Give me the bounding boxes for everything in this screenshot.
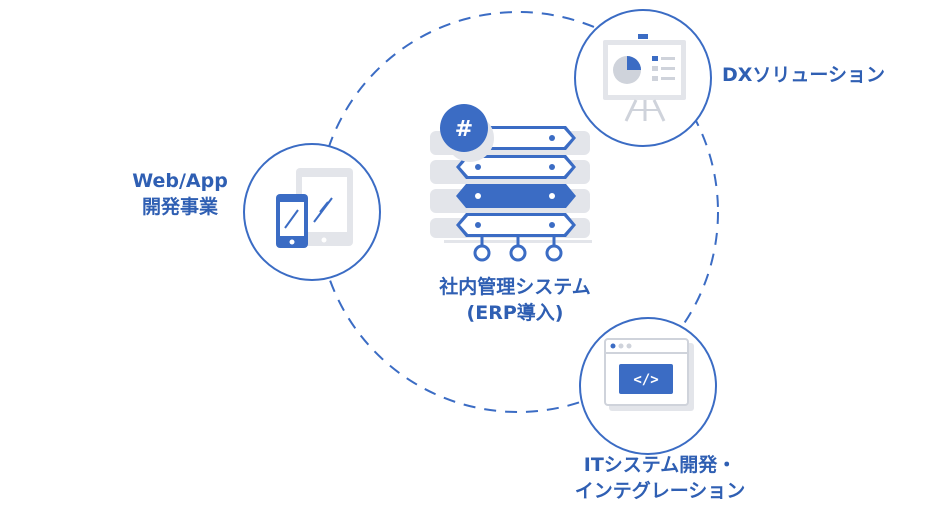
it-label-line1: ITシステム開発・ (583, 454, 737, 476)
orbit-dashed-circle (317, 11, 719, 413)
legend-line-2 (661, 67, 675, 70)
dx-node (574, 9, 712, 147)
tablet-reflection-2 (319, 201, 329, 213)
tablet-phone-icon (276, 168, 353, 248)
tablet-home-button (321, 237, 327, 243)
tablet-screen (302, 177, 347, 232)
center-node: # (430, 104, 592, 262)
server-unit-1-light-right (549, 135, 555, 141)
dx-label: DXソリューション (722, 62, 912, 88)
it-node: </> (579, 317, 717, 455)
phone-home-button (289, 239, 295, 245)
server-unit-2-light-right (549, 164, 555, 170)
legend-line-3 (661, 77, 675, 80)
center-label-line2: (ERP導入) (466, 302, 564, 324)
server-unit-2 (460, 158, 572, 176)
server-unit-3 (456, 184, 576, 208)
it-label-line2: インテグレーション (574, 480, 746, 502)
tablet-reflection (313, 197, 333, 223)
legend-swatch-1 (652, 56, 658, 61)
server-unit-3-light-left (475, 193, 481, 199)
window-dot-1 (610, 343, 616, 349)
dx-label-text: DXソリューション (722, 64, 886, 86)
web-app-label-line2: 開発事業 (141, 196, 218, 218)
legend-swatch-3 (652, 76, 658, 81)
server-unit-4-light-right (549, 222, 555, 228)
web-app-node (243, 143, 381, 281)
connector-port-1 (473, 244, 491, 262)
code-block (619, 364, 673, 394)
connector-port-3 (545, 244, 563, 262)
phone-reflection (284, 209, 299, 229)
pie-slice (627, 56, 641, 70)
server-unit-2-light-left (475, 164, 481, 170)
it-label: ITシステム開発・ インテグレーション (540, 452, 780, 504)
web-app-label-line1: Web/App (132, 170, 228, 192)
board-clip (638, 34, 648, 39)
hash-badge: # (440, 104, 494, 162)
window-dot-3 (626, 343, 632, 349)
server-unit-3-light-right (549, 193, 555, 199)
web-app-label: Web/App 開発事業 (120, 168, 240, 220)
connector-port-2 (509, 244, 527, 262)
server-unit-4 (460, 216, 572, 234)
legend-line-1 (661, 57, 675, 60)
hash-badge-circle (440, 104, 488, 152)
center-label-line1: 社内管理システム (439, 276, 591, 298)
window-dot-2 (618, 343, 624, 349)
legend-swatch-2 (652, 66, 658, 71)
presentation-board-icon (603, 34, 686, 122)
server-unit-4-light-left (475, 222, 481, 228)
code-glyph: </> (633, 372, 658, 388)
center-label: 社内管理システム (ERP導入) (415, 274, 615, 326)
hash-badge-text: # (455, 117, 473, 142)
code-window-icon: </> (604, 338, 694, 411)
